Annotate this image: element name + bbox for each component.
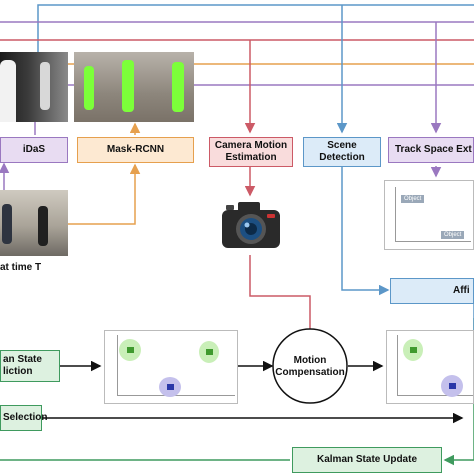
kalman-prediction-label-1: an State — [3, 354, 42, 365]
selection-label: Selection — [3, 412, 48, 423]
kalman-update-box: Kalman State Update — [292, 447, 442, 473]
scene-detection-box: Scene Detection — [303, 137, 381, 167]
blue-top-line — [37, 4, 474, 55]
mask-rcnn-image — [74, 52, 194, 122]
track-space-plot: Object Object — [384, 180, 474, 250]
camera-motion-label-2: Estimation — [225, 152, 277, 163]
input-connectors — [0, 108, 442, 342]
depth-map-image — [0, 52, 68, 122]
motion-label-1: Motion — [293, 355, 327, 366]
mask-rcnn-label: Mask-RCNN — [106, 144, 165, 155]
prediction-plot — [104, 330, 238, 404]
object-tag-1: Object — [401, 195, 425, 203]
frame-time-label: at time T — [0, 262, 42, 273]
input-frame-image — [0, 190, 68, 256]
mask-rcnn-box: Mask-RCNN — [77, 137, 194, 163]
kalman-prediction-box: an State liction — [0, 350, 60, 382]
camera-to-motion — [249, 255, 316, 342]
right-loop — [443, 318, 474, 466]
top-connectors — [0, 4, 474, 134]
motion-compensation-node — [272, 328, 348, 404]
compensated-plot — [386, 330, 474, 404]
midas-label: iDaS — [22, 144, 46, 155]
purple-ellipse — [441, 375, 463, 397]
scene-detection-label-2: Detection — [319, 152, 365, 163]
motion-label-2: Compensation — [275, 367, 345, 378]
green-ellipse — [403, 339, 423, 361]
green-ellipse — [199, 341, 219, 363]
midas-box: iDaS — [0, 137, 68, 163]
object-tag-2: Object — [441, 231, 465, 239]
kalman-update-label: Kalman State Update — [316, 454, 418, 465]
motion-compensation-label: Motion Compensation — [272, 355, 348, 379]
scene-detection-label-1: Scene — [327, 140, 357, 151]
camera-icon — [220, 198, 282, 252]
green-ellipse — [119, 339, 141, 361]
track-space-box: Track Space Ext — [388, 137, 474, 163]
camera-motion-label-1: Camera Motion — [214, 140, 288, 151]
kalman-prediction-label-2: liction — [3, 366, 33, 377]
affinity-box: Affi — [390, 278, 474, 304]
camera-motion-box: Camera Motion Estimation — [209, 137, 293, 167]
orange-to-maskrcnn — [68, 163, 141, 225]
purple-ellipse — [159, 377, 181, 397]
affinity-label: Affi — [453, 285, 470, 296]
scene-to-affinity — [341, 166, 390, 296]
track-space-label: Track Space Ext — [395, 144, 472, 155]
selection-box: Selection — [0, 405, 47, 431]
